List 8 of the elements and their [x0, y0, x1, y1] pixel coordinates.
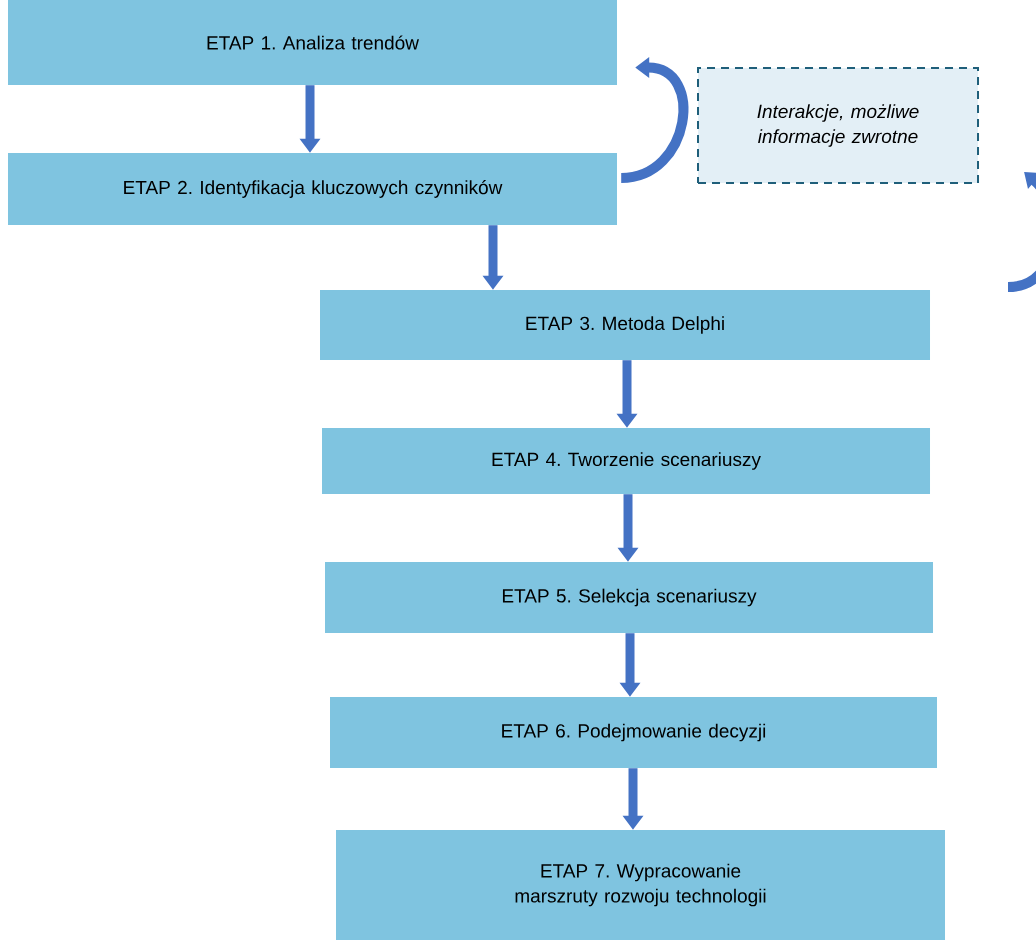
- stage-box: ETAP 7. Wypracowanie marszruty rozwoju technologii: [336, 830, 945, 940]
- stage-box: ETAP 1. Analiza trendów: [8, 0, 617, 85]
- stage-box: ETAP 4. Tworzenie scenariuszy: [322, 428, 930, 494]
- stage-box: ETAP 5. Selekcja scenariuszy: [325, 562, 933, 633]
- stage-box: ETAP 6. Podejmowanie decyzji: [330, 697, 937, 768]
- stage-box: ETAP 3. Metoda Delphi: [320, 290, 930, 360]
- note-box: Interakcje, możliwe informacje zwrotne: [697, 67, 979, 184]
- stage-box: ETAP 2. Identyfikacja kluczowych czynników: [8, 153, 617, 225]
